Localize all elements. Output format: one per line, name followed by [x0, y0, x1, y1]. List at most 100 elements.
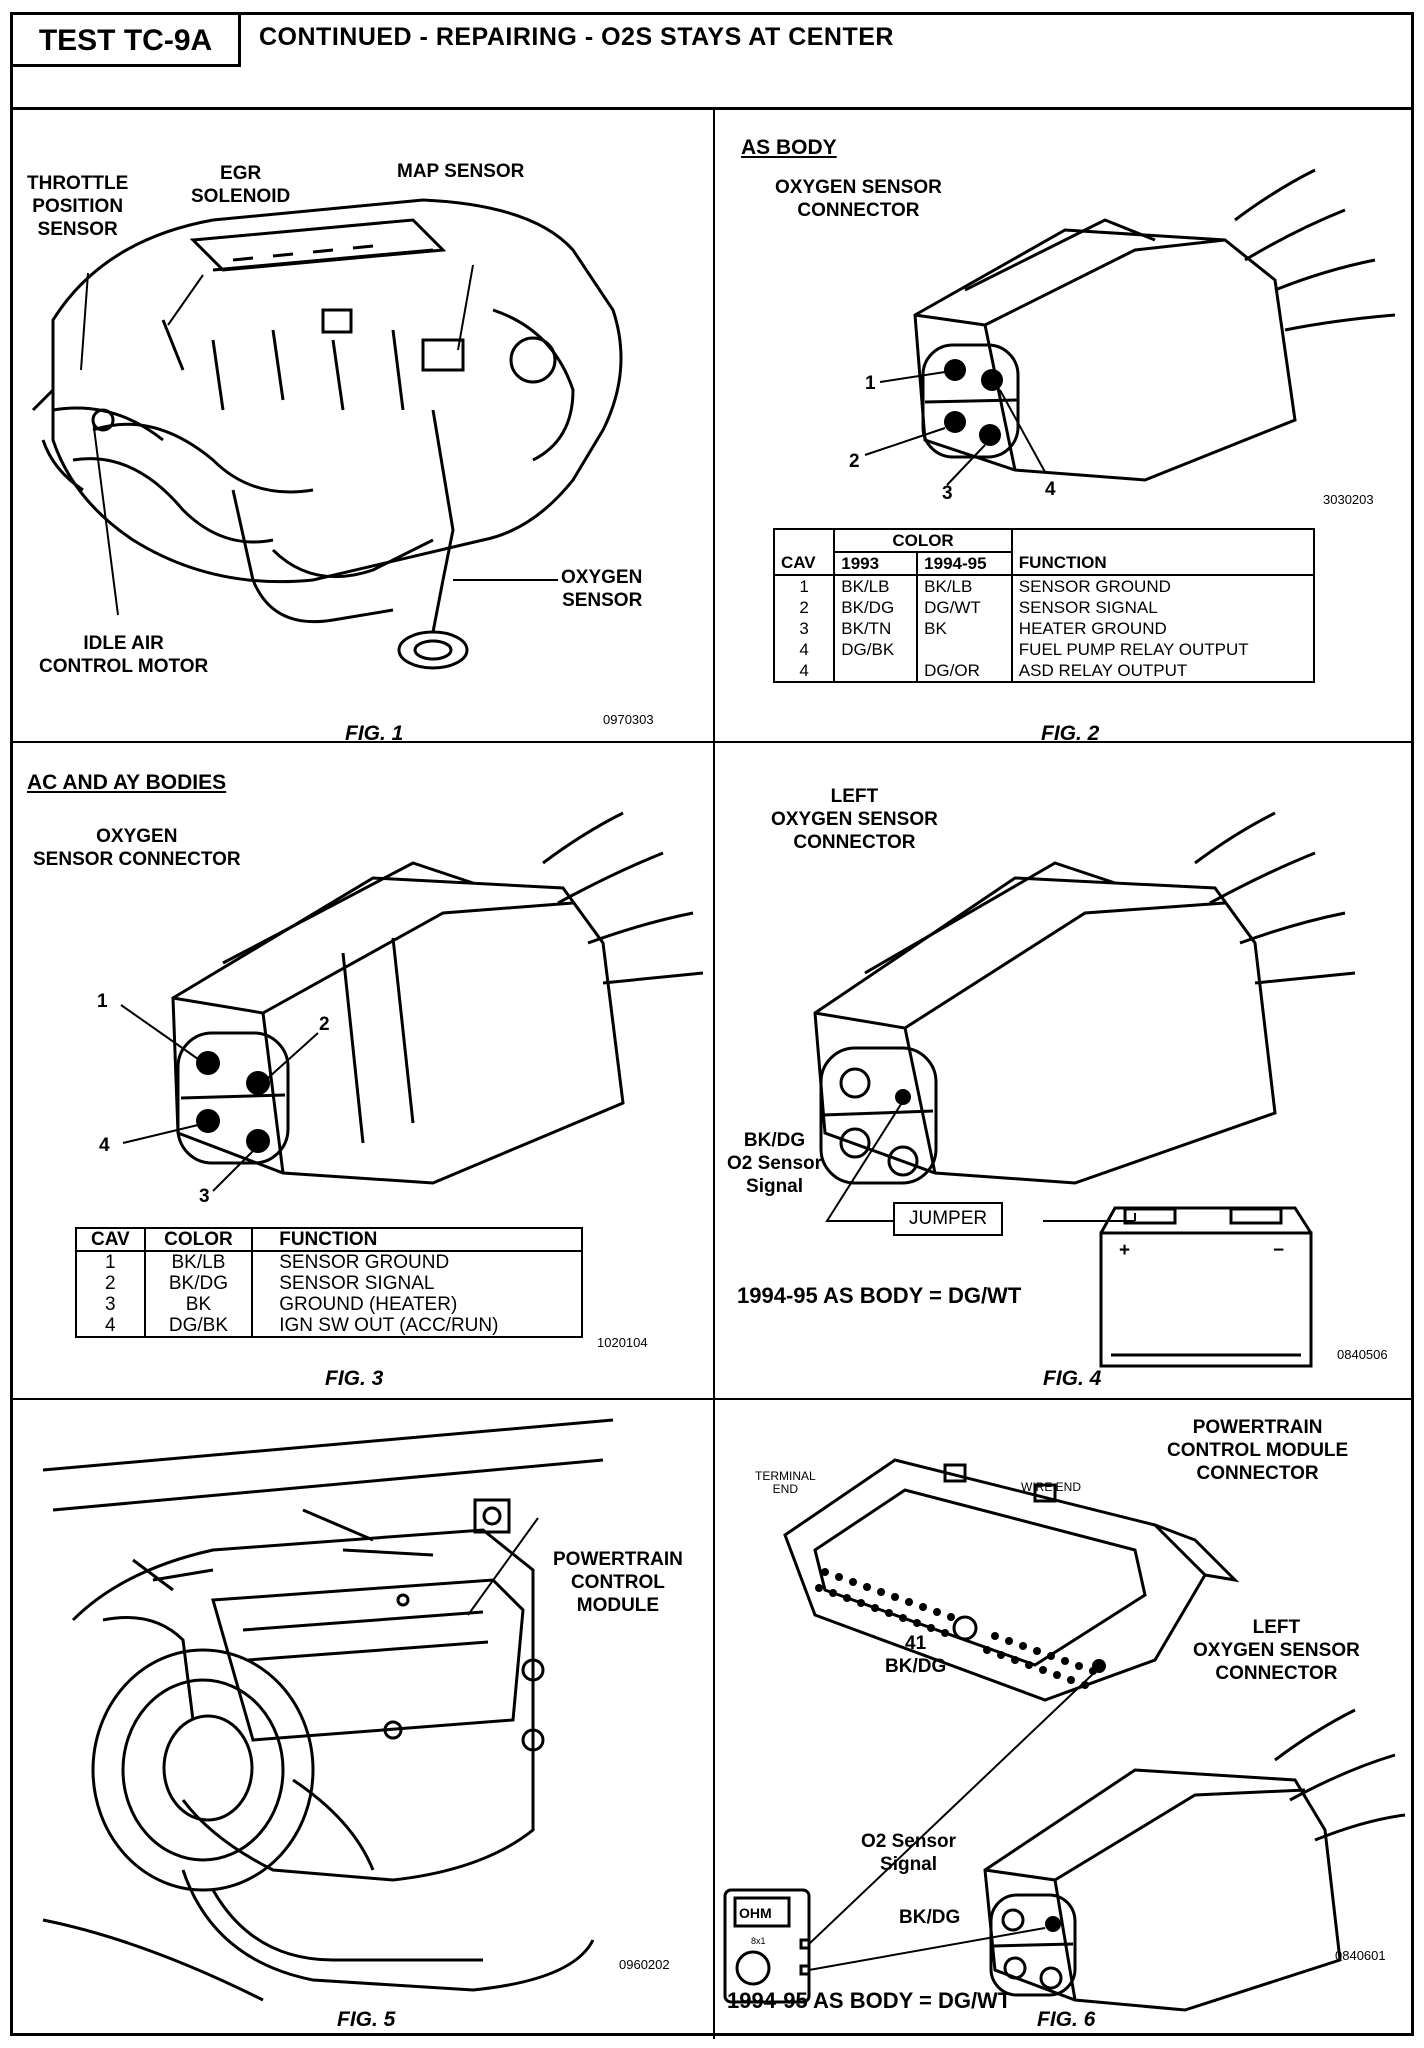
cav-cell: 4 [774, 660, 836, 682]
fig2-pin-label-4: 4 [1045, 479, 1056, 500]
function-cell: SENSOR GROUND [1018, 577, 1171, 596]
fig5-panel: POWERTRAIN CONTROL MODULE 0960202 FIG. 5 [13, 1400, 713, 2036]
fig6-note: 1994-95 AS BODY = DG/WT [727, 1988, 1012, 2013]
fig3-connector-drawing [120, 811, 704, 1192]
fig2-panel: AS BODY OXYGEN SENSOR CONNECTOR [715, 110, 1414, 745]
cav-cell: 2 [76, 1273, 146, 1294]
color-1994-cell: BK/LB [917, 575, 1013, 597]
cav-cell: 3 [774, 618, 836, 639]
function-cell: HEATER GROUND [1018, 619, 1167, 638]
fig1-caption: FIG. 1 [345, 722, 404, 745]
battery-negative-icon: − [1273, 1240, 1285, 1261]
fig2-pin-label-2: 2 [849, 451, 860, 472]
fig3-pin-label-3: 3 [199, 1186, 210, 1207]
meter-range-label: 8x1 [751, 1936, 766, 1946]
fig3-col-cav: CAV [76, 1228, 146, 1252]
fig3-panel: AC AND AY BODIES OXYGEN SENSOR CONNECTOR [13, 743, 713, 1398]
function-cell: SENSOR SIGNAL [1018, 598, 1158, 617]
panel-divider-1 [13, 741, 1411, 743]
color-1993-cell: BK/DG [834, 597, 919, 618]
cav-cell: 1 [76, 1251, 146, 1273]
fig3-pin-label-4: 4 [99, 1135, 110, 1156]
fig4-pin-2 [895, 1089, 911, 1105]
function-cell: ASD RELAY OUTPUT [1018, 661, 1188, 680]
fig2-pin-label-3: 3 [942, 483, 953, 504]
fig2-col-color: COLOR [834, 529, 1013, 553]
fig2-title: AS BODY [741, 136, 837, 159]
fig3-pin-2 [246, 1071, 270, 1095]
color-1994-cell: DG/OR [917, 660, 1013, 682]
fig2-code: 3030203 [1323, 492, 1374, 507]
fig3-title: AC AND AY BODIES [27, 771, 227, 794]
table-row: 4 DG/BK FUEL PUMP RELAY OUTPUT [774, 639, 1314, 660]
fig4-code: 0840506 [1337, 1347, 1388, 1362]
throttle-position-sensor-label: THROTTLE POSITION SENSOR [27, 173, 129, 240]
table-row: 2 BK/DG SENSOR SIGNAL [76, 1273, 582, 1294]
color-1993-cell: BK/LB [834, 575, 919, 597]
idle-air-control-motor-label: IDLE AIR CONTROL MOTOR [39, 633, 209, 677]
fig6-o2-connector-label: LEFT OXYGEN SENSOR CONNECTOR [1193, 1617, 1360, 1684]
pcm-pin-41 [1092, 1659, 1106, 1673]
fig2-pin-1 [944, 359, 966, 381]
test-id: TEST TC-9A [13, 15, 241, 67]
map-sensor-label: MAP SENSOR [397, 161, 525, 182]
table-row: 4 DG/BK IGN SW OUT (ACC/RUN) [76, 1315, 582, 1337]
fig2-col-1994: 1994-95 [917, 552, 1013, 576]
fig4-wire-label: BK/DG O2 Sensor Signal [727, 1130, 823, 1197]
fig3-connector-label: OXYGEN SENSOR CONNECTOR [33, 826, 241, 870]
function-cell: FUEL PUMP RELAY OUTPUT [1018, 640, 1249, 659]
fig2-caption: FIG. 2 [1041, 722, 1100, 745]
table-row: 4 DG/OR ASD RELAY OUTPUT [774, 660, 1314, 682]
o2-connector-pin-2 [1045, 1916, 1061, 1932]
fig2-pin-label-1: 1 [865, 373, 876, 394]
fig6-code: 0840601 [1335, 1948, 1386, 1963]
color-cell: BK/DG [144, 1273, 254, 1294]
fig4-panel: LEFT OXYGEN SENSOR CONNECTOR [715, 743, 1414, 1398]
cav-cell: 4 [774, 639, 836, 660]
pcm-label: POWERTRAIN CONTROL MODULE [553, 1549, 683, 1616]
table-row: 3 BK/TN BK HEATER GROUND [774, 618, 1314, 639]
fig3-pin-1 [196, 1051, 220, 1075]
pcm-connector-label: POWERTRAIN CONTROL MODULE CONNECTOR [1167, 1417, 1349, 1484]
fig4-note: 1994-95 AS BODY = DG/WT [737, 1283, 1022, 1308]
fig4-connector-label: LEFT OXYGEN SENSOR CONNECTOR [771, 786, 938, 853]
panel-divider-vertical [713, 110, 715, 2039]
fig6-wiring-drawing [723, 1458, 1406, 2012]
fig1-panel: THROTTLE POSITION SENSOR EGR SOLENOID MA… [13, 110, 713, 745]
pcm-pin-41-label: 41 BK/DG [885, 1633, 947, 1677]
pcm-terminal-pins [815, 1568, 1097, 1689]
fig3-pin-label-1: 1 [97, 991, 108, 1012]
color-1993-cell: DG/BK [834, 639, 919, 660]
fig1-code: 0970303 [603, 712, 654, 727]
fig2-col-1993: 1993 [834, 552, 919, 576]
fig3-pinout-table: CAV COLOR FUNCTION 1 BK/LB SENSOR GROUND… [75, 1227, 583, 1338]
cav-cell: 2 [774, 597, 836, 618]
function-cell: GROUND (HEATER) [279, 1294, 458, 1315]
header-divider [13, 107, 1411, 110]
color-1993-cell [834, 660, 919, 682]
table-row: 3 BK GROUND (HEATER) [76, 1294, 582, 1315]
fig2-pin-2 [944, 411, 966, 433]
fig3-col-color: COLOR [144, 1228, 254, 1252]
fig2-col-function: FUNCTION [1011, 552, 1314, 576]
function-cell: IGN SW OUT (ACC/RUN) [279, 1315, 499, 1336]
color-1993-cell: BK/TN [834, 618, 919, 639]
fig2-pin-4 [981, 369, 1003, 391]
fig3-caption: FIG. 3 [325, 1367, 384, 1390]
fig4-caption: FIG. 4 [1043, 1367, 1102, 1390]
fig2-connector-label: OXYGEN SENSOR CONNECTOR [775, 177, 942, 221]
fig3-pin-3 [246, 1129, 270, 1153]
function-cell: SENSOR GROUND [279, 1252, 450, 1273]
color-1994-cell [917, 639, 1013, 660]
fig3-pin-4 [196, 1109, 220, 1133]
panel-divider-2 [13, 1398, 1411, 1400]
page-title: CONTINUED - REPAIRING - O2S STAYS AT CEN… [259, 23, 894, 51]
cav-cell: 1 [774, 575, 836, 597]
fig2-col-cav: CAV [774, 552, 836, 576]
fig4-connector-drawing [813, 811, 1356, 1368]
fig5-caption: FIG. 5 [337, 2008, 396, 2031]
diagram-page: TEST TC-9A CONTINUED - REPAIRING - O2S S… [10, 12, 1414, 2039]
fig2-pin-3 [979, 424, 1001, 446]
table-row: 1 BK/LB BK/LB SENSOR GROUND [774, 575, 1314, 597]
cav-cell: 4 [76, 1315, 146, 1337]
